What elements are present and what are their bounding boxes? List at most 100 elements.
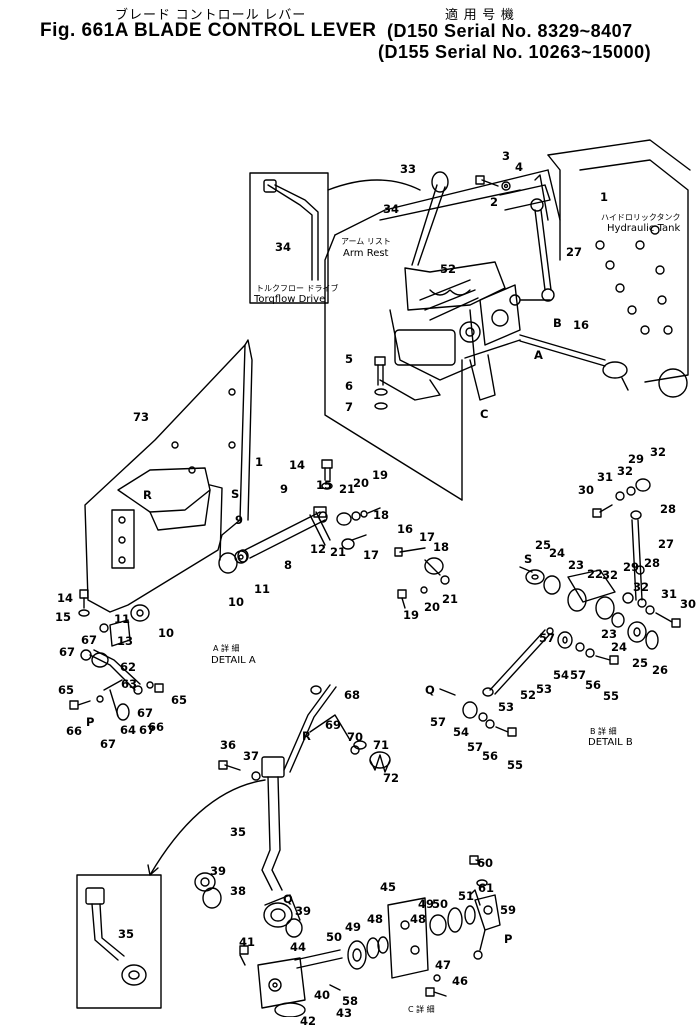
- part-label: 71: [373, 738, 390, 752]
- part-label: 55: [603, 689, 620, 703]
- part-label: 41: [239, 935, 256, 949]
- part-label: 6: [345, 379, 354, 393]
- figure-title: Fig. 661A BLADE CONTROL LEVER: [40, 20, 377, 41]
- part-label: 66: [148, 720, 165, 734]
- part-label: 9: [280, 482, 289, 496]
- part-label: 30: [578, 483, 595, 497]
- detail-b-caption: DETAIL B: [588, 737, 633, 748]
- part-label: 57: [430, 715, 447, 729]
- part-label: P: [504, 932, 513, 946]
- part-label: 19: [372, 468, 389, 482]
- part-label: 63: [121, 677, 138, 691]
- rod-ends-21-20-18: [336, 507, 381, 550]
- part-label: 59: [500, 903, 517, 917]
- part-label: 48: [367, 912, 384, 926]
- part-label: P: [86, 715, 95, 729]
- part-label: 35: [230, 825, 247, 839]
- serial-range-1: (D150 Serial No. 8329~8407: [387, 21, 633, 41]
- torqflow-caption: Torqflow Drive: [254, 294, 326, 305]
- part-label: Q: [283, 892, 293, 906]
- part-label: 39: [210, 864, 227, 878]
- hydraulic-tank-outline: [547, 139, 691, 398]
- part-label: 20: [424, 600, 441, 614]
- part-label: 66: [66, 724, 83, 738]
- lever-59-arm: [469, 855, 501, 960]
- part-label: R: [302, 729, 311, 743]
- part-label: 32: [602, 568, 619, 582]
- part-label: 49: [345, 920, 362, 934]
- part-label: 10: [228, 595, 245, 609]
- part-label: 57: [570, 668, 587, 682]
- part-label: 42: [300, 1014, 317, 1028]
- part-label: 29: [623, 560, 640, 574]
- part-label: 45: [380, 880, 397, 894]
- part-label: S: [231, 487, 240, 501]
- part-label: 17: [419, 530, 436, 544]
- bolt-2-4: [475, 175, 511, 191]
- inset-leader-bottom: [149, 779, 266, 876]
- part-label: 12: [310, 542, 327, 556]
- part-label: 36: [220, 738, 237, 752]
- part-label: 70: [347, 730, 364, 744]
- shaft-8: [237, 506, 331, 563]
- part-label: Q: [425, 683, 435, 697]
- part-label: 1: [600, 190, 609, 204]
- part-label: R: [143, 488, 152, 502]
- part-label: 32: [650, 445, 667, 459]
- applicable-japanese: 適 用 号 機: [445, 7, 515, 22]
- part-label: 20: [353, 476, 370, 490]
- part-label: S: [524, 552, 533, 566]
- part-label: 19: [403, 608, 420, 622]
- part-label: 58: [342, 994, 359, 1008]
- part-label: 49: [418, 897, 435, 911]
- part-label: 67: [81, 633, 98, 647]
- part-label: 24: [611, 640, 628, 654]
- part-label: 25: [535, 538, 552, 552]
- part-label: 38: [230, 884, 247, 898]
- detail-b-rod-52: [439, 627, 619, 737]
- control-lever-assembly: [379, 171, 551, 401]
- rod-16-upper: [519, 334, 629, 391]
- title-japanese: ブレード コントロール レバー: [115, 7, 307, 22]
- part-label: 23: [568, 558, 585, 572]
- part-label: 40: [314, 988, 331, 1002]
- part-label: 15: [316, 478, 333, 492]
- part-label: 9: [235, 513, 244, 527]
- part-label: 67: [139, 723, 156, 737]
- part-label: 13: [117, 634, 134, 648]
- part-label: 32: [617, 464, 634, 478]
- part-label: 56: [585, 678, 602, 692]
- part-label: 46: [452, 974, 469, 988]
- part-label: 21: [442, 592, 459, 606]
- part-label: 10: [158, 626, 175, 640]
- part-label: 29: [628, 452, 645, 466]
- part-label: 24: [549, 546, 566, 560]
- armrest-caption: Arm Rest: [343, 248, 389, 259]
- seal-stack-48-50: [347, 889, 481, 979]
- part-label: 5: [345, 352, 354, 366]
- part-label: 52: [520, 688, 537, 702]
- part-label: 44: [290, 940, 307, 954]
- part-label: 54: [553, 668, 570, 682]
- part-label: 55: [507, 758, 524, 772]
- bolts-46-47: [425, 974, 447, 997]
- part-label: 54: [453, 725, 470, 739]
- bushings-38-39: [194, 872, 303, 938]
- part-label: 47: [435, 958, 452, 972]
- part-label: 3: [502, 149, 511, 163]
- part-label: 27: [658, 537, 675, 551]
- part-label: 8: [284, 558, 293, 572]
- part-label: 72: [383, 771, 400, 785]
- bolt-14-15: [321, 459, 333, 490]
- detail-b-pivot-22: [519, 566, 681, 650]
- part-label: 39: [295, 904, 312, 918]
- detail-b-caption-jp: B 詳 細: [590, 727, 617, 736]
- part-label: 43: [336, 1006, 353, 1020]
- part-label: 28: [660, 502, 677, 516]
- detail-c-caption-jp: C 詳 細: [408, 1005, 435, 1014]
- rod-27-upper: [499, 174, 555, 302]
- part-label: 14: [57, 591, 74, 605]
- part-label: 32: [633, 580, 650, 594]
- bolts-19-21: [394, 547, 450, 609]
